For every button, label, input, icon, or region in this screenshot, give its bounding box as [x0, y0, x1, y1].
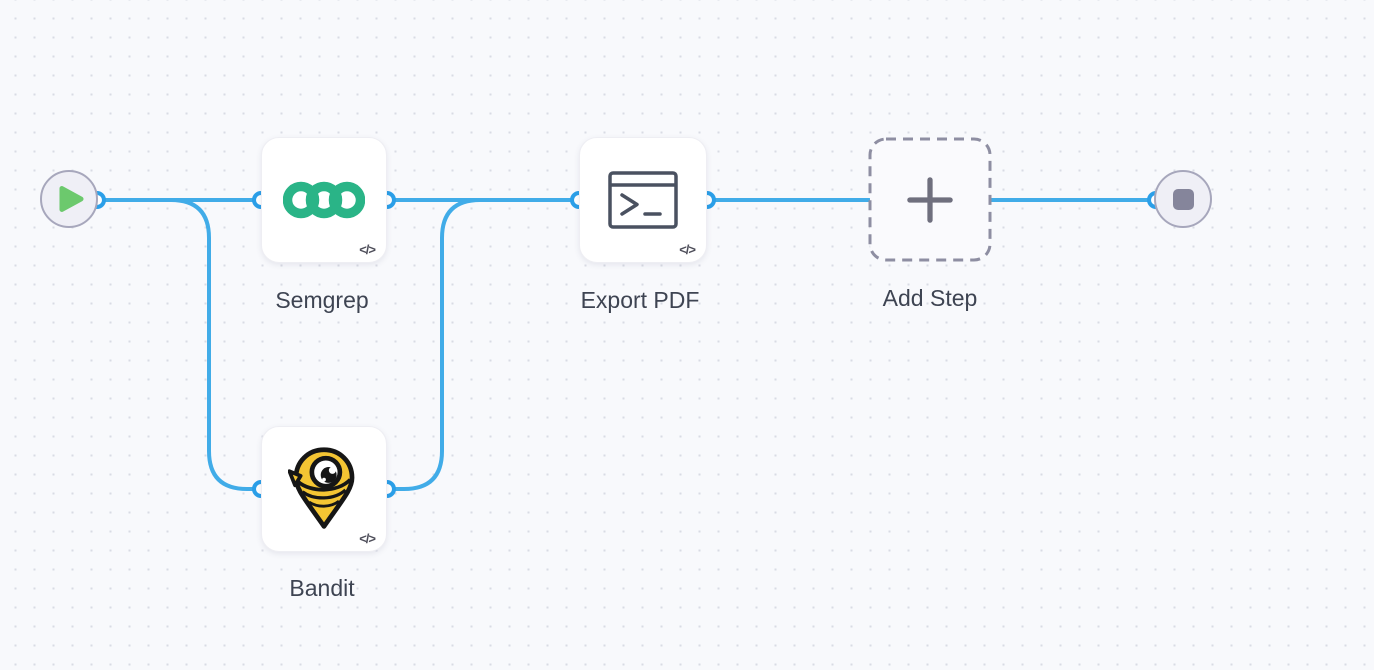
code-node-badge: </>	[359, 242, 376, 257]
start-node[interactable]	[40, 170, 98, 228]
stop-icon	[1172, 188, 1194, 210]
node-label-bandit: Bandit	[289, 575, 355, 601]
node-bandit[interactable]: </>	[261, 426, 387, 552]
connection-start-bandit[interactable]	[95, 198, 265, 491]
node-label-export-pdf: Export PDF	[580, 287, 700, 313]
node-label-semgrep: Semgrep	[275, 287, 369, 313]
connection-bandit-exportpdf[interactable]	[383, 198, 583, 491]
play-icon	[59, 186, 84, 212]
code-node-badge: </>	[359, 531, 376, 546]
terminal-icon	[608, 171, 678, 229]
node-label-add-step: Add Step	[882, 285, 978, 311]
semgrep-logo-icon	[283, 181, 365, 219]
node-semgrep[interactable]: </>	[261, 137, 387, 263]
bandit-logo-icon	[288, 447, 355, 529]
node-add-step[interactable]	[868, 137, 992, 262]
plus-icon	[907, 176, 953, 223]
end-node[interactable]	[1154, 170, 1212, 228]
node-export-pdf[interactable]: </>	[579, 137, 707, 263]
code-node-badge: </>	[679, 242, 696, 257]
